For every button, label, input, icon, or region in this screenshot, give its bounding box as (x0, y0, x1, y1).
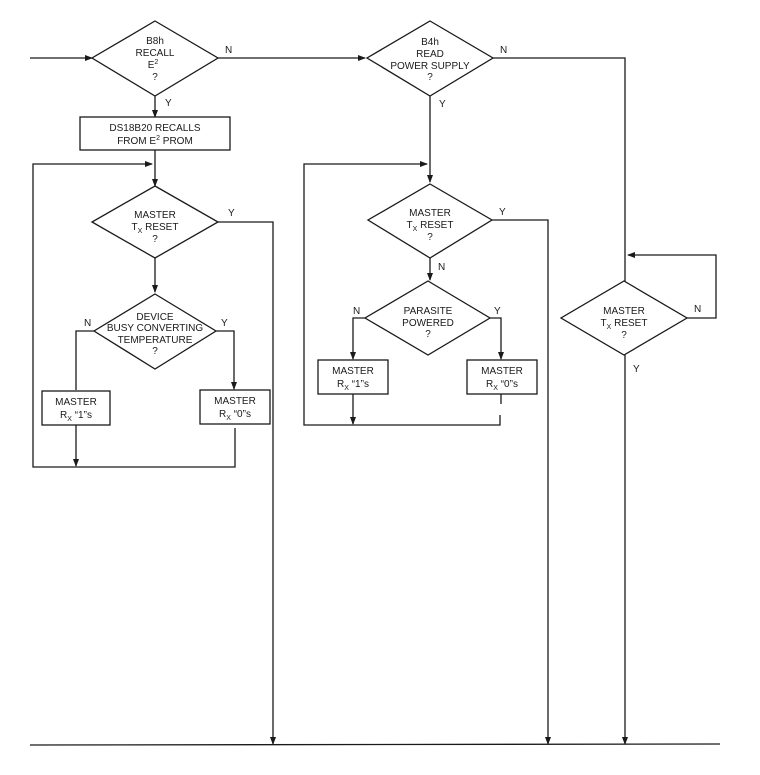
reset3-yes-label: Y (633, 364, 640, 375)
reset1-line2: TX RESET (132, 222, 179, 235)
busy-line1: DEVICE (136, 312, 174, 323)
recalls-line2-sup: 2 (156, 135, 160, 142)
rx0-mid-sub: X (493, 385, 498, 392)
parasite-decision: PARASITE POWERED ? (363, 280, 492, 356)
rx1-mid-line2: RX “1”s (337, 379, 369, 392)
readpower-line3: POWER SUPPLY (390, 61, 470, 72)
read-power-decision: B4h READ POWER SUPPLY ? (365, 20, 495, 97)
busy-converting-decision: DEVICE BUSY CONVERTING TEMPERATURE ? (92, 293, 218, 370)
parasite-question: ? (425, 329, 431, 340)
reset2-question: ? (427, 232, 433, 243)
recalls-line1: DS18B20 RECALLS (109, 123, 200, 134)
recall-e: E (148, 60, 155, 71)
recall-e2-decision: B8h RECALL E2 ? (90, 20, 220, 97)
readpower-no-label: N (500, 45, 507, 56)
rx1-left-line2: RX “1”s (60, 410, 92, 423)
reset3-line2: TX RESET (601, 318, 648, 331)
reset1-t: T (132, 222, 138, 233)
recall-superscript: 2 (154, 59, 158, 66)
left-loop-return (32, 161, 236, 468)
busy-line2: BUSY CONVERTING (107, 323, 204, 334)
readpower-question: ? (427, 72, 433, 83)
busy-question: ? (152, 346, 158, 357)
reset1-yes-label: Y (228, 208, 235, 219)
reset3-t: T (601, 318, 607, 329)
rx1-left-r: R (60, 410, 67, 421)
rx1-mid-post: “1”s (349, 379, 369, 390)
readpower-line1: B4h (421, 37, 439, 48)
parasite-no-label: N (353, 306, 360, 317)
parasite-line1: PARASITE (404, 306, 453, 317)
rx0-left-post: “0”s (231, 409, 251, 420)
reset2-sub: X (413, 226, 418, 233)
rx1-mid-line1: MASTER (332, 366, 374, 377)
busy-line3: TEMPERATURE (118, 335, 193, 346)
tx-reset-2-decision: MASTER TX RESET ? (366, 183, 494, 259)
rx1-left-line1: MASTER (55, 397, 97, 408)
bottom-bus-line (29, 743, 721, 746)
rx1-mid-box: MASTER RX “1”s (317, 359, 389, 395)
recall-line2: RECALL (136, 48, 175, 59)
parasite-no-arrow (350, 317, 365, 360)
parasite-yes-arrow (490, 317, 504, 360)
parasite-line2: POWERED (402, 318, 454, 329)
reset1-sub: X (138, 228, 143, 235)
reset2-line2: TX RESET (407, 220, 454, 233)
readpower-line2: READ (416, 49, 444, 60)
reset3-sub: X (607, 324, 612, 331)
connectors (29, 55, 721, 746)
tx-reset-1-decision: MASTER TX RESET ? (90, 185, 220, 259)
recalls-process-box: DS18B20 RECALLS FROM E2 PROM (79, 116, 231, 151)
busy-yes-label: Y (221, 318, 228, 329)
rx0-mid-box: MASTER RX “0”s (466, 359, 538, 395)
reset1-yes-arrow (218, 221, 276, 745)
rx0-mid-r: R (486, 379, 493, 390)
reset1-post: RESET (142, 222, 178, 233)
rx0-left-box: MASTER RX “0”s (199, 389, 271, 425)
reset2-no-label: N (438, 262, 445, 273)
reset2-t: T (407, 220, 413, 231)
rx0-left-line1: MASTER (214, 396, 256, 407)
reset3-question: ? (621, 330, 627, 341)
reset2-yes-arrow (492, 219, 551, 745)
recalls-line2: FROM E2 PROM (117, 135, 193, 147)
mid-loop-return (303, 161, 501, 426)
rx0-left-r: R (219, 409, 226, 420)
rx1-mid-sub: X (344, 385, 349, 392)
readpower-yes-label: Y (439, 99, 446, 110)
recall-yes-label: Y (165, 98, 172, 109)
recall-line1: B8h (146, 36, 164, 47)
rx0-mid-post: “0”s (498, 379, 518, 390)
reset2-post: RESET (417, 220, 453, 231)
tx-reset-3-decision: MASTER TX RESET ? (559, 280, 689, 356)
busy-yes-arrow (216, 330, 237, 390)
reset3-line1: MASTER (603, 306, 645, 317)
reset3-post: RESET (611, 318, 647, 329)
rx0-left-sub: X (226, 415, 231, 422)
recall-question: ? (152, 72, 158, 83)
reset2-line1: MASTER (409, 208, 451, 219)
rx1-left-sub: X (67, 416, 72, 423)
busy-no-line (75, 330, 94, 390)
parasite-yes-label: Y (494, 306, 501, 317)
reset1-line1: MASTER (134, 210, 176, 221)
recalls-line2-pre: FROM E (117, 136, 156, 147)
recall-line3: E2 (148, 59, 159, 71)
recalls-line2-post: PROM (160, 136, 193, 147)
rx0-mid-line1: MASTER (481, 366, 523, 377)
recall-no-label: N (225, 45, 232, 56)
rx1-mid-r: R (337, 379, 344, 390)
rx0-mid-line2: RX “0”s (486, 379, 518, 392)
rx1-left-box: MASTER RX “1”s (41, 390, 111, 426)
readpower-no-line (493, 57, 626, 282)
reset3-no-label: N (694, 304, 701, 315)
reset1-question: ? (152, 234, 158, 245)
busy-no-label: N (84, 318, 91, 329)
rx0-left-line2: RX “0”s (219, 409, 251, 422)
rx1-left-post: “1”s (72, 410, 92, 421)
reset3-no-loop (627, 252, 717, 319)
reset2-yes-label: Y (499, 207, 506, 218)
